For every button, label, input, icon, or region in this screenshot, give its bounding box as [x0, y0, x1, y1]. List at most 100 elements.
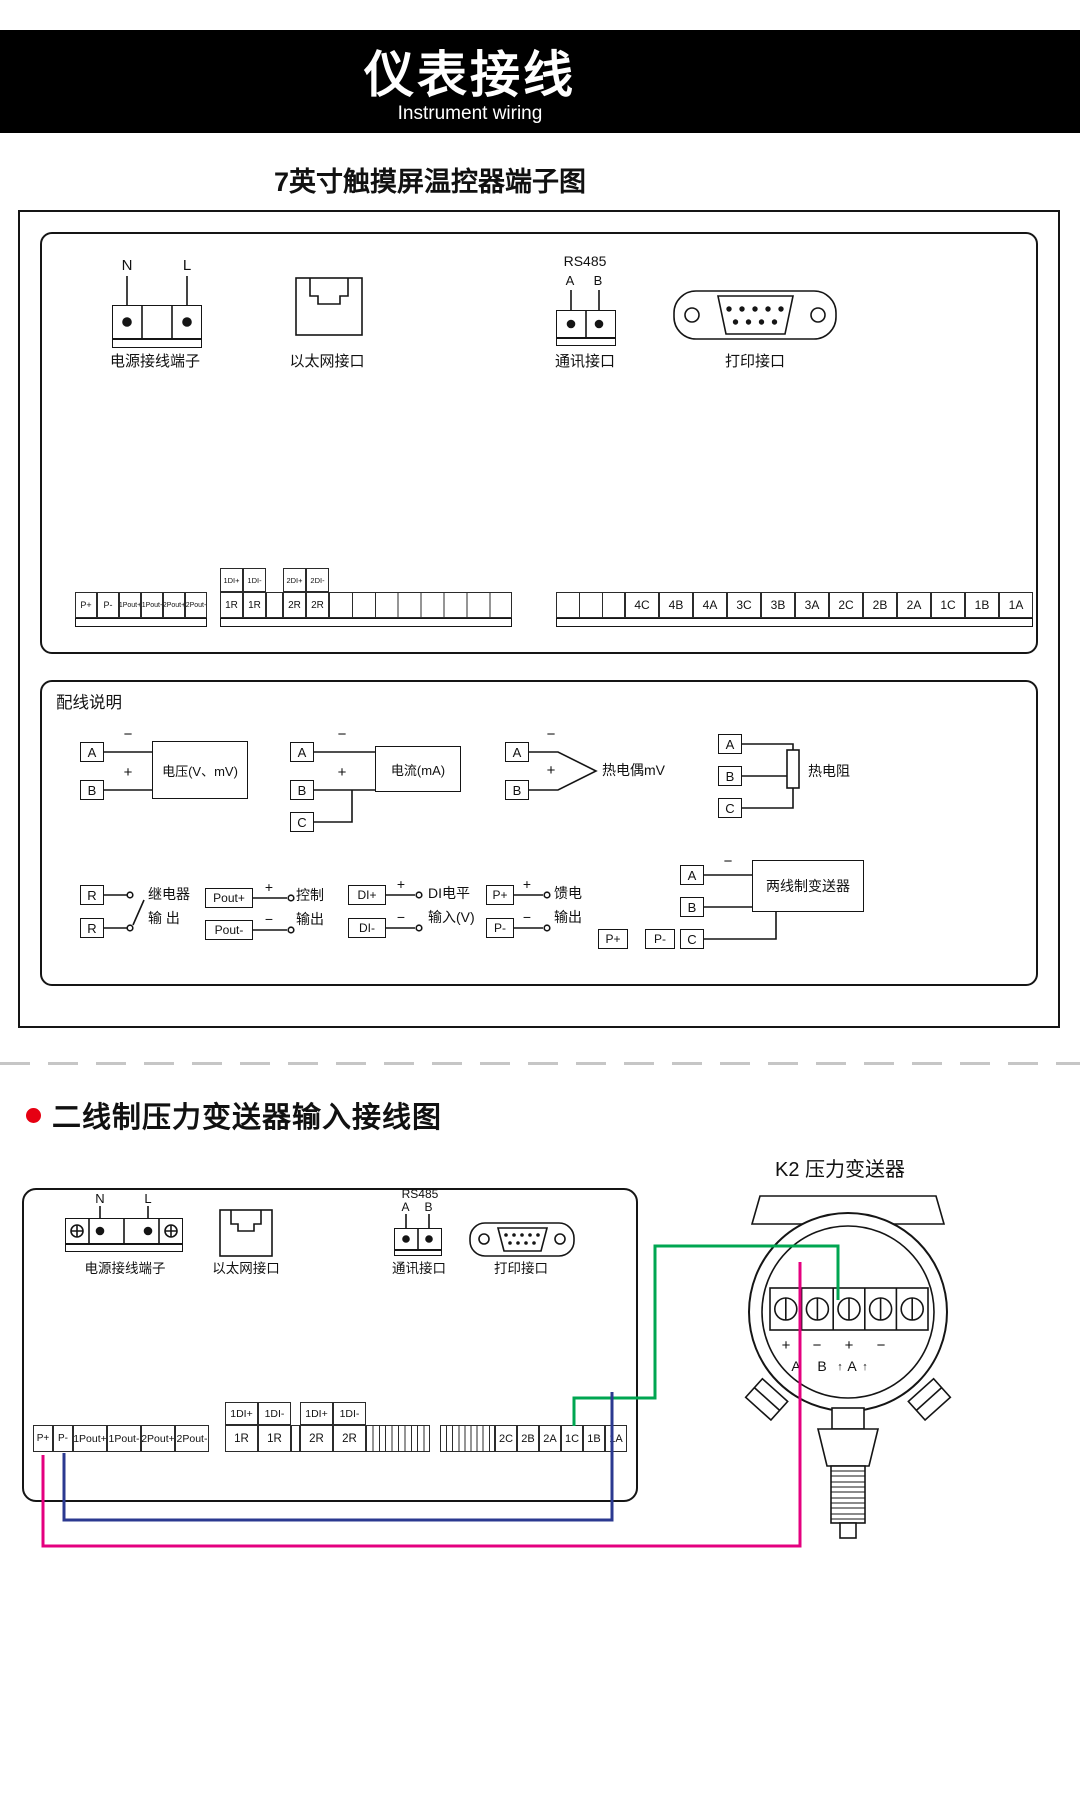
terminal-cell: 2C — [829, 592, 863, 618]
comm-terminal-block — [556, 310, 616, 338]
terminal-strip-base — [75, 618, 207, 627]
terminal-cell: 2Pout- — [175, 1425, 209, 1452]
tx-plus-label: + — [845, 1337, 854, 1354]
minus-sign: − — [723, 852, 733, 870]
page-title: 仪表接线 — [364, 47, 576, 103]
di-label-line1: DI电平 — [428, 885, 470, 901]
terminal-cell: P- — [97, 592, 119, 618]
terminal-a-box: A — [290, 742, 314, 762]
comm-pin-b: B — [424, 1200, 433, 1214]
red-bullet-icon — [26, 1108, 41, 1123]
relay-terminal-box: R — [80, 918, 104, 938]
terminal-cell: 2Pout+ — [163, 592, 185, 618]
relay-terminal-cell: 1R — [243, 592, 266, 618]
di-terminal-cell: 1DI- — [333, 1402, 366, 1425]
terminal-cell: 1Pout- — [107, 1425, 141, 1452]
k2-transmitter-label: K2 压力变送器 — [774, 1158, 906, 1181]
tx-minus-label: − — [813, 1337, 822, 1354]
blank-terminal-cell — [266, 592, 283, 618]
comm-pin-a: A — [565, 272, 575, 288]
minus-sign: − — [396, 909, 406, 925]
plus-sign: + — [546, 761, 556, 779]
dashed-separator — [0, 1062, 1080, 1065]
tx-minus-label: − — [877, 1337, 886, 1354]
minus-sign: − — [264, 911, 274, 927]
printer-port-label: 打印接口 — [724, 352, 785, 370]
comm-terminal-base — [394, 1250, 442, 1256]
blank-terminal-strip — [556, 592, 625, 618]
p-plus-box: P+ — [486, 885, 514, 905]
terminal-cell: 2B — [517, 1425, 539, 1452]
terminal-a-box: A — [680, 865, 704, 885]
comm-pin-b: B — [593, 272, 603, 288]
minus-sign: − — [123, 725, 133, 743]
di-minus-box: DI- — [348, 918, 386, 938]
terminal-cell: 1C — [561, 1425, 583, 1452]
relay-terminal-cell: 2R — [306, 592, 329, 618]
terminal-cell: 4C — [625, 592, 659, 618]
terminal-cell: 1C — [931, 592, 965, 618]
section1-title: 7英寸触摸屏温控器端子图 — [273, 166, 586, 197]
pin-label-n: N — [95, 1190, 105, 1206]
terminal-cell: 1B — [583, 1425, 605, 1452]
terminal-cell: 1Pout+ — [119, 592, 141, 618]
di-terminal-cell: 2DI+ — [283, 568, 306, 592]
di-terminal-cell: 1DI- — [258, 1402, 291, 1425]
terminal-cell: 2B — [863, 592, 897, 618]
power-terminal-block — [112, 305, 202, 339]
control-label-line2: 输出 — [296, 911, 324, 927]
tx-b-label: B — [817, 1358, 826, 1374]
pout-plus-box: Pout+ — [205, 888, 253, 908]
terminal-cell: 1A — [999, 592, 1033, 618]
relay-label-line1: 继电器 — [148, 886, 190, 902]
rs485-label: RS485 — [563, 252, 607, 269]
relay-terminal-cell: 1R — [220, 592, 243, 618]
blank-terminal-strip — [329, 592, 512, 618]
relay-terminal-cell: 1R — [225, 1425, 258, 1452]
terminal-cell: 2Pout- — [185, 592, 207, 618]
control-label-line1: 控制 — [296, 887, 324, 903]
thermocouple-label: 热电偶mV — [602, 762, 665, 778]
terminal-panel-box — [40, 232, 1038, 654]
p-minus-box: P- — [486, 918, 514, 938]
blank-terminal-comb — [440, 1425, 495, 1452]
section3-title: 二线制压力变送器输入接线图 — [52, 1102, 443, 1134]
di-terminal-cell: 1DI- — [243, 568, 266, 592]
terminal-cell: 4A — [693, 592, 727, 618]
minus-sign: − — [546, 725, 556, 743]
terminal-cell: 1B — [965, 592, 999, 618]
comm-terminal-base — [556, 338, 616, 346]
pout-minus-box: Pout- — [205, 920, 253, 940]
terminal-c-box: C — [680, 929, 704, 949]
tx-a-label: A — [791, 1358, 801, 1374]
printer-port-label: 打印接口 — [494, 1261, 548, 1276]
tx-plus-label: + — [782, 1337, 791, 1354]
relay-terminal-box: R — [80, 885, 104, 905]
terminal-c-box: C — [718, 798, 742, 818]
power-terminal-label: 电源接线端子 — [109, 352, 200, 370]
terminal-cell: 3A — [795, 592, 829, 618]
terminal-cell-p-minus: P- — [53, 1425, 73, 1452]
terminal-cell: 4B — [659, 592, 693, 618]
feed-label-line2: 输出 — [554, 909, 582, 925]
ethernet-label: 以太网接口 — [289, 352, 365, 370]
comm-pin-a: A — [401, 1200, 410, 1214]
blank-terminal-comb — [366, 1425, 430, 1452]
di-label-line2: 输入(V) — [428, 909, 475, 925]
ethernet-label: 以太网接口 — [212, 1261, 280, 1276]
tx-arrow-icon: ↑ — [837, 1361, 843, 1373]
di-plus-box: DI+ — [348, 885, 386, 905]
terminal-strip-base — [220, 618, 512, 627]
terminal-cell: P+ — [75, 592, 97, 618]
relay-terminal-cell: 1R — [258, 1425, 291, 1452]
di-terminal-cell: 2DI- — [306, 568, 329, 592]
terminal-cell: 2A — [897, 592, 931, 618]
power-terminal-label: 电源接线端子 — [84, 1261, 166, 1276]
pin-label-l: L — [144, 1190, 152, 1206]
current-input-box: 电流(mA) — [375, 746, 461, 792]
terminal-c-box: C — [290, 812, 314, 832]
power-terminal-block — [65, 1218, 183, 1244]
terminal-cell: 1A — [605, 1425, 627, 1452]
relay-terminal-cell: 2R — [333, 1425, 366, 1452]
